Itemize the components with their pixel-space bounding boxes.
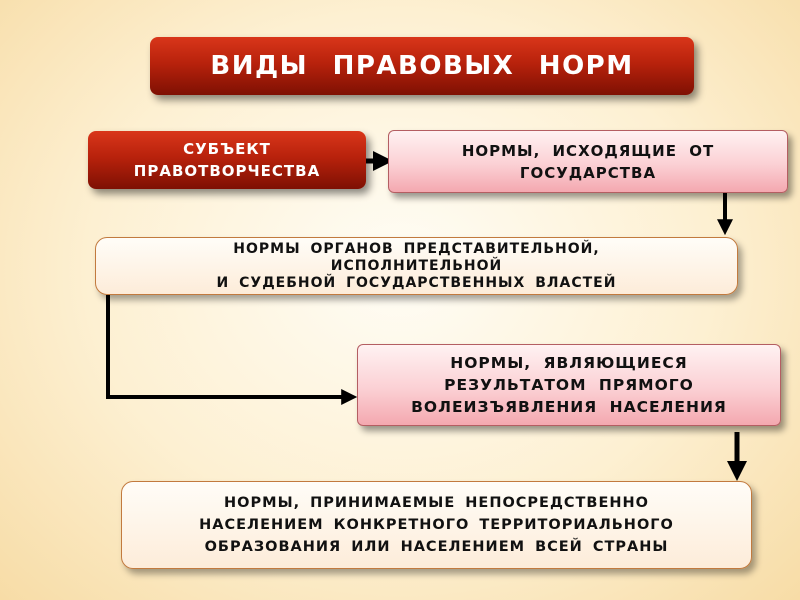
subject-box: СУБЪЕКТ ПРАВОТВОРЧЕСТВА (88, 131, 366, 189)
population-norms-box: НОРМЫ, ПРИНИМАЕМЫЕ НЕПОСРЕДСТВЕННО НАСЕЛ… (121, 481, 752, 569)
will-norms-box: НОРМЫ, ЯВЛЯЮЩИЕСЯ РЕЗУЛЬТАТОМ ПРЯМОГО ВО… (357, 344, 781, 426)
arrow-organs-to-will (106, 295, 358, 405)
state-norms-box: НОРМЫ, ИСХОДЯЩИЕ ОТ ГОСУДАРСТВА (388, 130, 788, 193)
diagram-title: ВИДЫ ПРАВОВЫХ НОРМ (150, 37, 694, 95)
organs-norms-box: НОРМЫ ОРГАНОВ ПРЕДСТАВИТЕЛЬНОЙ, ИСПОЛНИТ… (95, 237, 738, 295)
